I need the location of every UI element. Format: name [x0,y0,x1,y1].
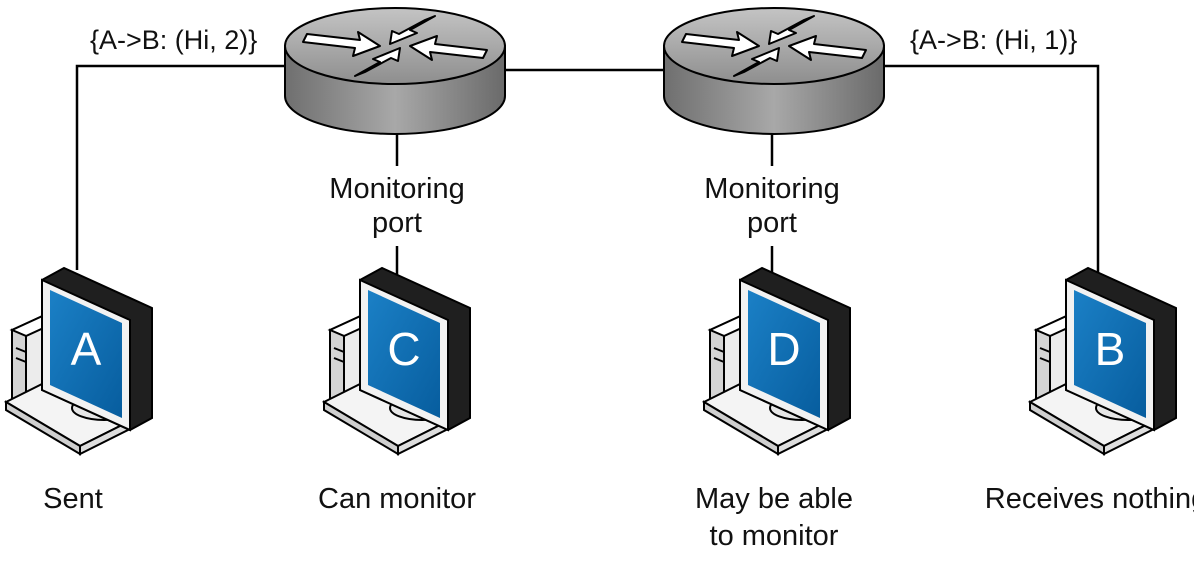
computer-d-letter: D [767,323,800,375]
caption-a: Sent [43,483,103,515]
computer-c-letter: C [387,323,420,375]
router-left-icon [284,7,506,135]
monitoring-port-label-right-line2: port [747,207,797,239]
computer-a-letter: A [71,323,102,375]
packet-label-left: {A->B: (Hi, 2)} [90,25,257,55]
computer-b-letter: B [1095,323,1126,375]
monitoring-port-label-left-line2: port [372,207,422,239]
computer-a: A [5,267,153,455]
caption-d-line2: to monitor [710,520,839,552]
caption-d-line1: May be able [695,483,853,515]
computer-d: D [703,267,851,455]
computer-c: C [323,267,471,455]
link-a-to-router-left [75,64,285,270]
network-links [75,64,1100,285]
router-right-icon [663,7,885,135]
computer-b: B [1029,267,1177,455]
link-router-right-to-b [884,64,1100,285]
caption-c: Can monitor [318,483,476,515]
packet-label-right: {A->B: (Hi, 1)} [910,25,1077,55]
monitoring-port-label-right: Monitoring [704,173,839,205]
caption-b: Receives nothing [985,483,1194,515]
monitoring-port-label-left: Monitoring [329,173,464,205]
